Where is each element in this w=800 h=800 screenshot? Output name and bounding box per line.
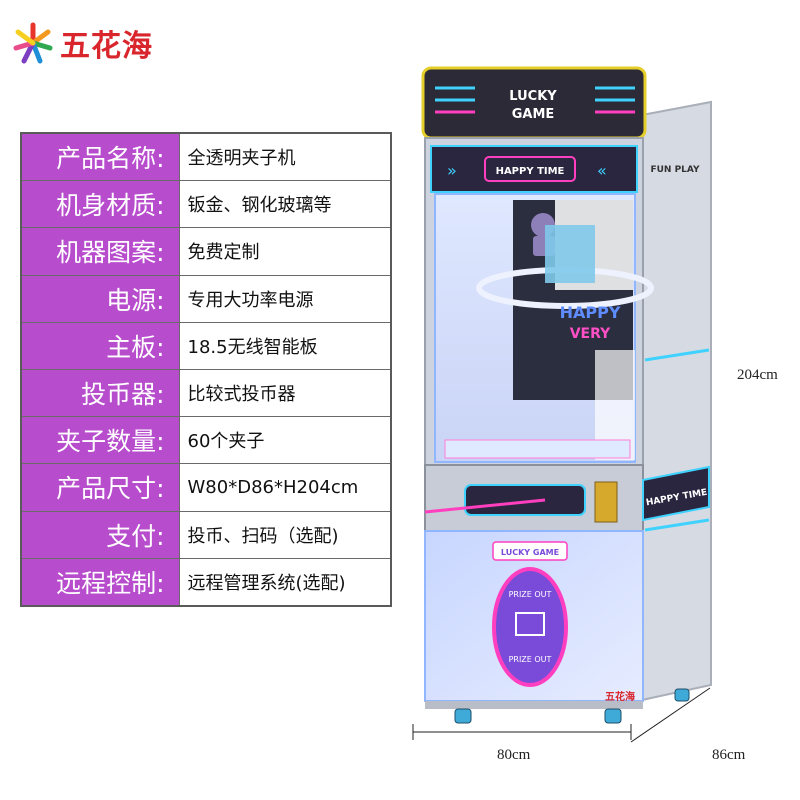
machine-side-panel <box>641 100 712 702</box>
spec-row-mainboard: 主板: 18.5无线智能板 <box>20 321 392 370</box>
spec-key: 产品名称: <box>20 132 180 182</box>
machine-base <box>425 701 643 709</box>
flower-logo-icon <box>13 22 53 64</box>
spec-key: 电源: <box>20 274 180 323</box>
banner-center-text: HAPPY TIME <box>496 166 565 177</box>
spec-row-claw-count: 夹子数量: 60个夹子 <box>20 416 392 465</box>
lower-sign-text: LUCKY GAME <box>501 548 559 557</box>
brand-name: 五花海 <box>60 29 153 64</box>
spec-row-material: 机身材质: 钣金、钢化玻璃等 <box>20 180 392 229</box>
spec-value: 全透明夹子机 <box>178 132 392 182</box>
spec-key: 机身材质: <box>20 180 180 229</box>
backdrop-text-2: VERY <box>570 326 611 342</box>
banner-chevron-icon: » <box>447 161 457 180</box>
top-sign-text-2: GAME <box>512 107 555 122</box>
spec-row-payment: 支付: 投币、扫码（选配) <box>20 510 392 559</box>
spec-table: 产品名称: 全透明夹子机 机身材质: 钣金、钢化玻璃等 机器图案: 免费定制 电… <box>20 132 392 607</box>
spec-row-size: 产品尺寸: W80*D86*H204cm <box>20 463 392 512</box>
spec-row-pattern: 机器图案: 免费定制 <box>20 227 392 276</box>
spec-value: 60个夹子 <box>178 416 392 465</box>
top-sign-text-1: LUCKY <box>509 89 557 104</box>
spec-key: 机器图案: <box>20 227 180 276</box>
brand-logo: 五花海 <box>10 18 153 68</box>
spec-key: 远程控制: <box>20 557 180 607</box>
spec-key: 支付: <box>20 510 180 559</box>
spec-value: 钣金、钢化玻璃等 <box>178 180 392 229</box>
spec-value: 投币、扫码（选配) <box>178 510 392 559</box>
depth-dimension-label: 86cm <box>712 747 746 763</box>
prize-door-text-2: PRIZE OUT <box>509 655 552 664</box>
neon-arrow <box>424 498 546 514</box>
banner-side-text: FUN PLAY <box>650 165 700 175</box>
spec-key: 主板: <box>20 321 180 370</box>
spec-key: 产品尺寸: <box>20 463 180 512</box>
spec-value: 免费定制 <box>178 227 392 276</box>
coin-slot <box>594 481 618 523</box>
width-dimension-label: 80cm <box>497 747 531 763</box>
spec-row-power: 电源: 专用大功率电源 <box>20 274 392 323</box>
prize-door <box>492 567 568 687</box>
spec-key: 投币器: <box>20 368 180 418</box>
spec-value: 远程管理系统(选配) <box>178 557 392 607</box>
backdrop-text-1: HAPPY <box>560 303 621 322</box>
spec-value: W80*D86*H204cm <box>178 463 392 512</box>
prize-door-text-1: PRIZE OUT <box>509 590 552 599</box>
spec-row-remote-control: 远程控制: 远程管理系统(选配) <box>20 557 392 607</box>
spec-key: 夹子数量: <box>20 416 180 465</box>
gift-icon <box>515 612 545 636</box>
claw-machine-illustration: LUCKY GAME » HAPPY TIME « FUN PLAY HAPPY… <box>412 66 712 743</box>
spec-value: 比较式投币器 <box>178 368 392 418</box>
banner-chevron-icon: « <box>597 161 607 180</box>
spec-row-coin-acceptor: 投币器: 比较式投币器 <box>20 368 392 418</box>
base-logo-text: 五花海 <box>605 690 635 703</box>
spec-row-product-name: 产品名称: 全透明夹子机 <box>20 132 392 182</box>
spec-value: 专用大功率电源 <box>178 274 392 323</box>
height-dimension-label: 204cm <box>737 367 778 383</box>
caster-wheels <box>454 688 690 724</box>
depth-dimension-line <box>630 687 711 743</box>
spec-value: 18.5无线智能板 <box>178 321 392 370</box>
